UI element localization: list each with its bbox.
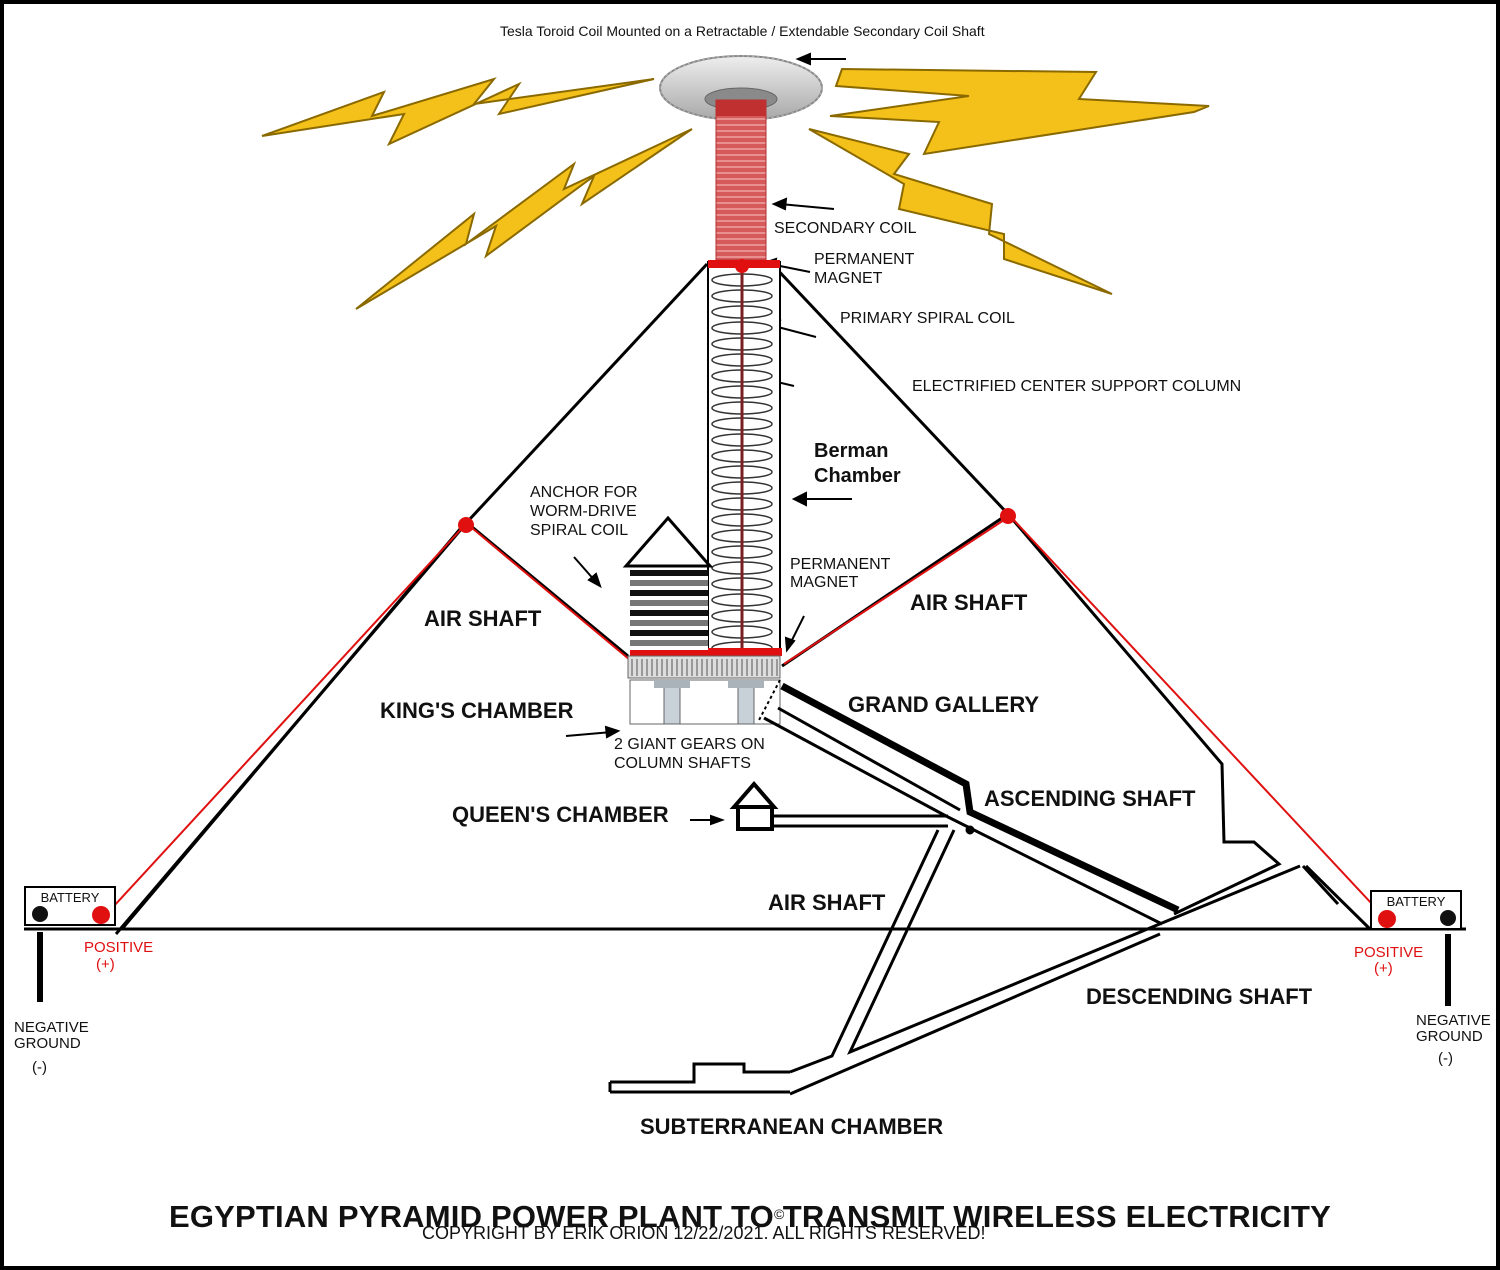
anchor-label-2: WORM-DRIVE xyxy=(530,503,637,520)
pyramid-diagram xyxy=(24,52,1466,1096)
grand-gallery-label: GRAND GALLERY xyxy=(848,692,1040,717)
queens-chamber-label: QUEEN'S CHAMBER xyxy=(452,802,669,827)
wire-junction-left xyxy=(458,517,474,533)
permanent-magnet-top-label-2: MAGNET xyxy=(814,270,883,287)
left-negative-label-2: GROUND xyxy=(14,1035,81,1052)
permanent-magnet-bottom-label-1: PERMANENT xyxy=(790,556,891,573)
gears-label-2: COLUMN SHAFTS xyxy=(614,755,751,772)
berman-label-1: Berman xyxy=(814,440,889,462)
primary-spiral-coil-label: PRIMARY SPIRAL COIL xyxy=(840,310,1015,327)
berman-label-2: Chamber xyxy=(814,465,901,487)
left-negative-sign: (-) xyxy=(32,1059,47,1076)
lightning-bolt-upper-left xyxy=(261,77,655,147)
battery-left-positive-terminal xyxy=(92,906,110,924)
copyright-symbol: © xyxy=(774,1206,785,1222)
descending-shaft-label: DESCENDING SHAFT xyxy=(1086,984,1313,1009)
lightning-bolt-upper-right xyxy=(829,67,1210,156)
gears-label-1: 2 GIANT GEARS ON xyxy=(614,736,765,753)
battery-left-label: BATTERY xyxy=(40,890,100,905)
battery-right-label: BATTERY xyxy=(1386,894,1446,909)
battery-right-positive-terminal xyxy=(1378,910,1396,928)
diagram-title: EGYPTIAN PYRAMID POWER PLANT TO TRANSMIT… xyxy=(168,1199,1332,1234)
anchor-bar xyxy=(630,640,708,646)
anchor-bar xyxy=(630,610,708,616)
lightning-bolt-lower-right xyxy=(808,128,1113,295)
left-negative-label-1: NEGATIVE xyxy=(14,1019,89,1036)
red-wires xyxy=(101,515,1387,920)
air-shaft-right-label: AIR SHAFT xyxy=(910,590,1028,615)
air-shaft-left-label: AIR SHAFT xyxy=(424,606,542,631)
anchor-bar xyxy=(630,580,708,586)
permanent-magnet-bottom-label-2: MAGNET xyxy=(790,574,859,591)
subterranean-chamber-label: SUBTERRANEAN CHAMBER xyxy=(640,1114,944,1139)
descending-shafts xyxy=(608,825,1301,1096)
anchor-bar xyxy=(630,600,708,606)
ground-leads xyxy=(37,932,1451,1006)
kings-chamber-label: KING'S CHAMBER xyxy=(380,698,574,723)
secondary-coil-label: SECONDARY COIL xyxy=(774,220,917,237)
battery-right: BATTERY xyxy=(1370,890,1462,930)
right-negative-label-2: GROUND xyxy=(1416,1028,1483,1045)
air-shaft-lower-label: AIR SHAFT xyxy=(768,890,886,915)
secondary-coil xyxy=(715,99,767,261)
lightning-bolts xyxy=(261,67,1210,310)
copyright-line: COPYRIGHT BY ERIK ORION 12/22/2021. ALL … xyxy=(422,1223,986,1243)
right-positive-label: POSITIVE xyxy=(1354,944,1424,961)
right-negative-sign: (-) xyxy=(1438,1050,1453,1067)
top-caption: Tesla Toroid Coil Mounted on a Retractab… xyxy=(500,23,985,39)
anchor-bar xyxy=(630,590,708,596)
right-negative-label-1: NEGATIVE xyxy=(1416,1012,1491,1029)
wire-junctions xyxy=(458,508,1016,533)
anchor-worm-drive xyxy=(622,515,714,650)
battery-left-negative-terminal xyxy=(32,906,48,922)
electrified-column-label: ELECTRIFIED CENTER SUPPORT COLUMN xyxy=(912,378,1242,395)
queens-chamber-shape xyxy=(729,780,948,831)
anchor-bar xyxy=(630,620,708,626)
ascending-shaft-label: ASCENDING SHAFT xyxy=(984,786,1196,811)
lightning-bolt-lower-left xyxy=(355,128,693,310)
left-positive-sign: (+) xyxy=(96,956,115,973)
left-positive-label: POSITIVE xyxy=(84,939,154,956)
anchor-bar xyxy=(630,630,708,636)
battery-right-negative-terminal xyxy=(1440,910,1456,926)
wire-junction-right xyxy=(1000,508,1016,524)
battery-left: BATTERY xyxy=(24,886,116,926)
anchor-label-1: ANCHOR FOR xyxy=(530,484,638,501)
anchor-label-3: SPIRAL COIL xyxy=(530,522,629,539)
primary-spiral-coil xyxy=(627,259,782,679)
permanent-magnet-top-label-1: PERMANENT xyxy=(814,251,915,268)
right-positive-sign: (+) xyxy=(1374,960,1393,977)
kings-chamber-box xyxy=(629,679,781,725)
anchor-bar xyxy=(630,570,708,576)
